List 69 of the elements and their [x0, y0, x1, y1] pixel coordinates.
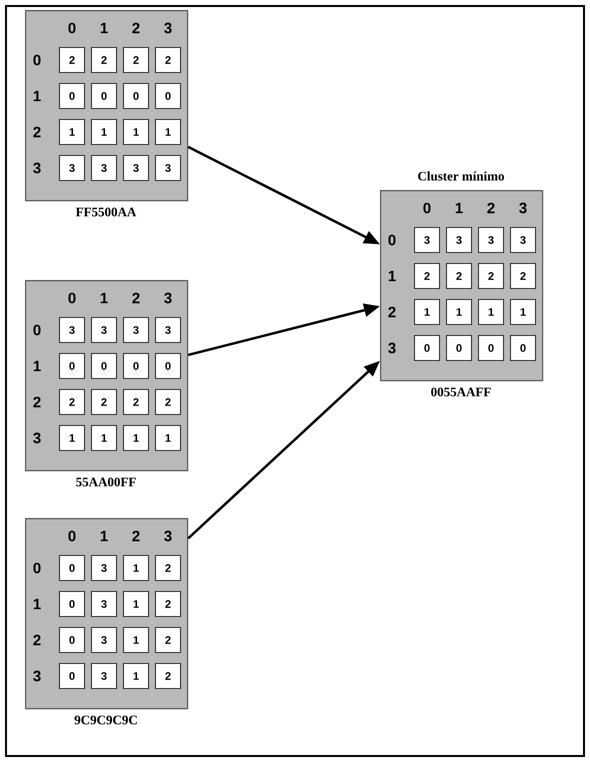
matrix-cell: 3 — [155, 155, 181, 181]
matrix-cell: 0 — [510, 335, 536, 361]
matrix-cell: 3 — [478, 227, 504, 253]
matrix-cell: 3 — [59, 317, 85, 343]
node-label: Cluster mínimo — [418, 171, 504, 181]
node-label: FF5500AA — [76, 208, 136, 216]
matrix-cell: 3 — [91, 627, 117, 653]
matrix-cell: 3 — [123, 317, 149, 343]
matrix-cell: 2 — [123, 47, 149, 73]
matrix-cell: 1 — [59, 425, 85, 451]
matrix-cell: 3 — [446, 227, 472, 253]
matrix-cell: 2 — [155, 591, 181, 617]
matrix-cell: 3 — [510, 227, 536, 253]
matrix-cell: 0 — [59, 627, 85, 653]
matrix-cell: 1 — [446, 299, 472, 325]
matrix-cell: 0 — [155, 83, 181, 109]
matrix-cell: 0 — [59, 591, 85, 617]
matrix-cell: 1 — [123, 119, 149, 145]
matrix-cell: 2 — [510, 263, 536, 289]
matrix-cell: 0 — [91, 353, 117, 379]
matrix-cell: 2 — [59, 389, 85, 415]
matrix-cell: 0 — [123, 83, 149, 109]
node-label: 0055AAFF — [431, 388, 491, 396]
matrix-cell: 1 — [155, 119, 181, 145]
matrix-cell: 3 — [59, 155, 85, 181]
matrix-cell: 2 — [91, 389, 117, 415]
matrix-cell: 0 — [59, 663, 85, 689]
matrix-cell: 1 — [123, 627, 149, 653]
matrix-cell: 2 — [155, 389, 181, 415]
matrix-cell: 1 — [91, 119, 117, 145]
matrix-cell: 1 — [123, 591, 149, 617]
matrix-cell: 1 — [59, 119, 85, 145]
matrix-cell: 2 — [155, 627, 181, 653]
matrix-cell: 1 — [414, 299, 440, 325]
matrix-cell: 0 — [478, 335, 504, 361]
matrix-cell: 2 — [59, 47, 85, 73]
matrix-cell: 0 — [123, 353, 149, 379]
matrix-cell: 2 — [446, 263, 472, 289]
matrix-cell: 3 — [155, 317, 181, 343]
matrix-cell: 3 — [123, 155, 149, 181]
matrix-cell: 0 — [155, 353, 181, 379]
node-label: 9C9C9C9C — [74, 716, 137, 724]
node-label: 55AA00FF — [76, 478, 136, 486]
matrix-cell: 1 — [123, 555, 149, 581]
matrix-cell: 2 — [414, 263, 440, 289]
matrix-cell: 0 — [59, 555, 85, 581]
matrix-cell: 2 — [155, 47, 181, 73]
matrix-cell: 1 — [510, 299, 536, 325]
matrix-cell: 2 — [478, 263, 504, 289]
matrix-cell: 3 — [91, 317, 117, 343]
matrix-cell: 0 — [91, 83, 117, 109]
matrix-cell: 3 — [91, 555, 117, 581]
matrix-cell: 3 — [91, 591, 117, 617]
matrix-cell: 2 — [155, 663, 181, 689]
matrix-cell: 0 — [59, 83, 85, 109]
matrix-cell: 2 — [123, 389, 149, 415]
matrix-cell: 2 — [155, 555, 181, 581]
matrix-cell: 1 — [123, 663, 149, 689]
matrix-cell: 3 — [414, 227, 440, 253]
matrix-cell: 1 — [123, 425, 149, 451]
matrix-cell: 0 — [59, 353, 85, 379]
matrix-cell: 0 — [446, 335, 472, 361]
matrix-cell: 1 — [91, 425, 117, 451]
matrix-cell: 0 — [414, 335, 440, 361]
matrix-cell: 1 — [478, 299, 504, 325]
matrix-cell: 3 — [91, 663, 117, 689]
matrix-cell: 1 — [155, 425, 181, 451]
matrix-cell: 2 — [91, 47, 117, 73]
matrix-cell: 3 — [91, 155, 117, 181]
